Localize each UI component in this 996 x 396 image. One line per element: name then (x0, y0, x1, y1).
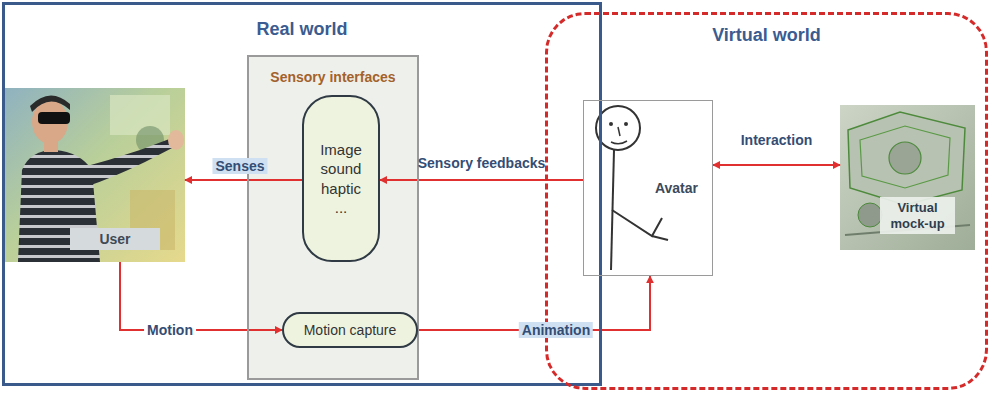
user-box: User (5, 88, 185, 262)
avatar-figure (583, 100, 713, 276)
edge-label: Animation (519, 322, 593, 338)
arrow-connector (120, 262, 282, 330)
avatar-box: Avatar (583, 100, 713, 276)
edge-label: Senses (212, 158, 267, 174)
interface-panel: Sensory interfacesImage sound haptic ...… (247, 55, 419, 380)
region-box: Real worldUser Sensory interfacesImage so… (2, 2, 602, 386)
user-photo (5, 88, 185, 262)
panel-title: Sensory interfaces (249, 69, 417, 85)
feedback-list: Image sound haptic ... (314, 140, 368, 218)
region-box: Virtual worldAvatarVirtual mock-up (545, 12, 988, 390)
arrow-connector (380, 179, 583, 181)
capture-label: Motion capture (304, 322, 397, 338)
feedback-box: Image sound haptic ... (302, 95, 380, 262)
mock-up-box: Virtual mock-up (840, 105, 975, 250)
user-label: User (70, 228, 160, 250)
sensory-panel-fill (247, 55, 419, 380)
mock-up-label: Virtual mock-up (880, 197, 955, 234)
avatar-label: Avatar (655, 180, 698, 196)
edge-label: Interaction (738, 132, 816, 148)
edge-label: Sensory feedbacks (415, 155, 549, 171)
region-heading: Real world (5, 19, 599, 40)
capture-box: Motion capture (282, 312, 418, 348)
region-heading: Virtual world (548, 25, 985, 46)
mock-up-render (840, 105, 975, 250)
edge-label: Motion (144, 322, 196, 338)
arrow-connector (713, 164, 840, 166)
arrow-connector (185, 179, 302, 181)
